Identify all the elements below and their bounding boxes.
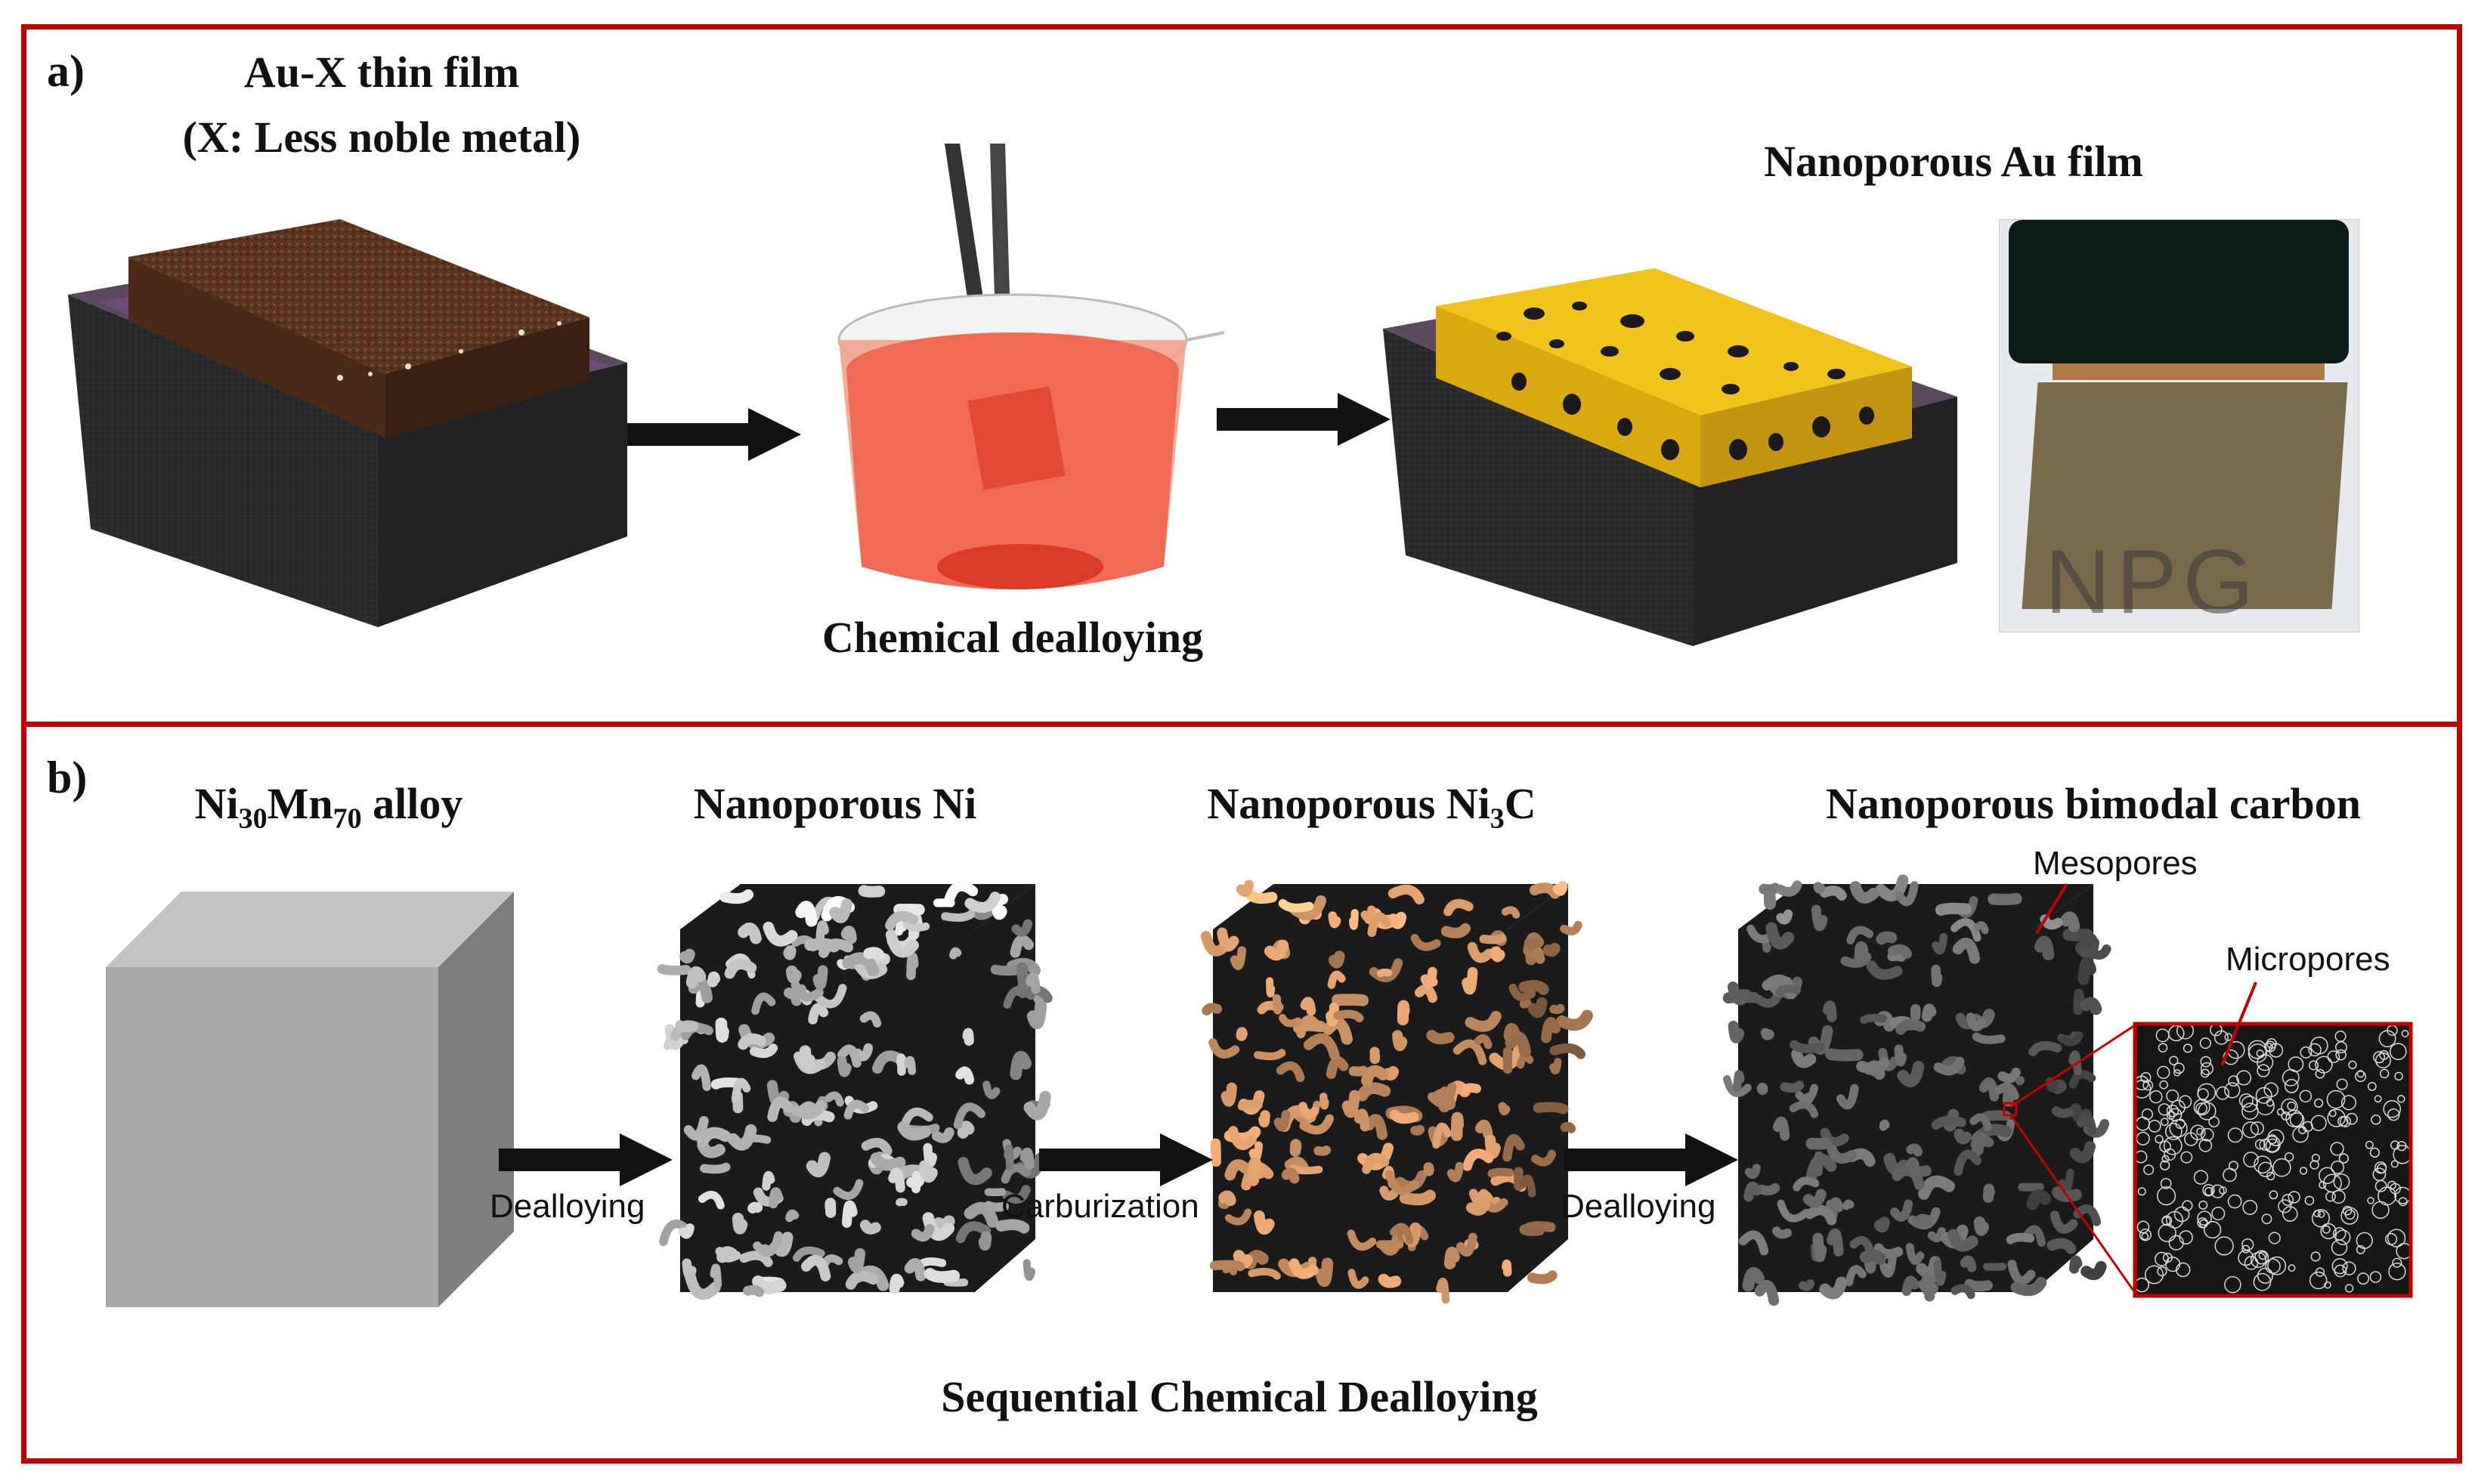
micropores-inset: [2132, 1022, 2413, 1298]
alloy-film-on-substrate: [68, 219, 627, 627]
stage2-title: Nanoporous Ni: [693, 779, 977, 828]
arrow-2: [1217, 393, 1391, 446]
stage1-title: Ni30Mn70 alloy: [194, 779, 463, 835]
step1-label: Dealloying: [490, 1188, 645, 1225]
nanoporous-au-film: [1383, 268, 1957, 646]
arrow-dealloying-2: [1564, 1133, 1738, 1186]
process-label: Chemical dealloying: [821, 613, 1204, 662]
mesopores-label: Mesopores: [2033, 845, 2198, 882]
arrow-1: [627, 408, 801, 461]
panel-divider: [21, 722, 2462, 727]
micropores-label: Micropores: [2226, 941, 2390, 978]
result-title: Nanoporous Au film: [1764, 137, 2143, 186]
step3-label: Dealloying: [1561, 1188, 1716, 1225]
panel-b-label: b): [47, 753, 88, 802]
micropores-pointer: [2220, 982, 2257, 1066]
start-title-line2: (X: Less noble metal): [182, 113, 581, 162]
stage4-title: Nanoporous bimodal carbon: [1826, 779, 2361, 828]
photo-watermark: NPG: [2045, 531, 2260, 632]
nanoporous-carbon-cube: [1722, 874, 2111, 1306]
step2-label: Carburization: [1001, 1188, 1199, 1225]
stage3-title: Nanoporous Ni3C: [1207, 779, 1536, 835]
film-photo: NPG: [1999, 219, 2359, 632]
arrow-dealloying-1: [499, 1133, 673, 1186]
inset-connector: [2003, 1022, 2139, 1297]
nanoporous-ni-cube: [657, 880, 1053, 1300]
start-title-line1: Au-X thin film: [243, 48, 520, 97]
caption: Sequential Chemical Dealloying: [941, 1372, 1538, 1421]
arrow-carburization: [1039, 1133, 1213, 1186]
beaker-with-tweezers: [837, 144, 1225, 589]
nanoporous-ni3c-cube: [1201, 880, 1594, 1304]
panel-a-label: a): [47, 46, 85, 96]
alloy-cube: [106, 892, 514, 1307]
panel-b-frame: [21, 727, 2462, 1464]
mesopores-pointer: [2035, 883, 2068, 935]
